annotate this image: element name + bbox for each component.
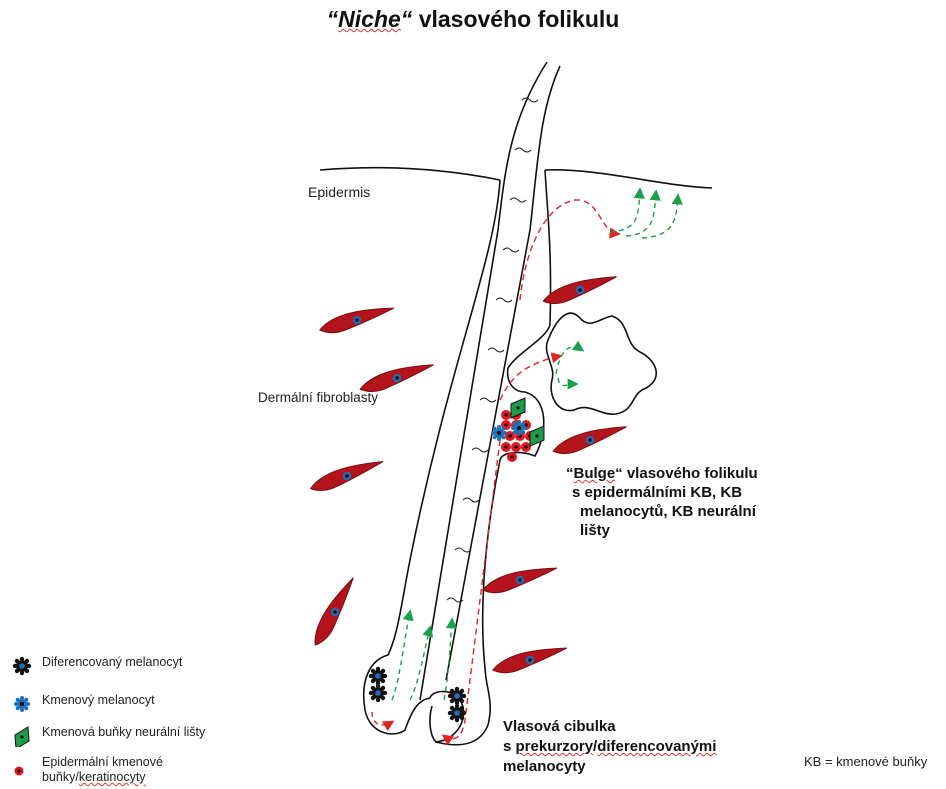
bulb-line-2: s prekurzory/diferencovanými (503, 737, 716, 757)
fibroblast (304, 577, 367, 647)
green-arrow-epidermis-2 (626, 192, 656, 236)
bulb-melanocytes (369, 667, 466, 722)
legend-label: Diferencovaný melanocyt (34, 655, 182, 670)
fibroblast (358, 364, 436, 393)
legend-item: Diferencovaný melanocyt (10, 655, 182, 677)
legend-label: Kmenový melanocyt (34, 693, 155, 708)
green-arrow-gland-1 (556, 347, 582, 374)
fibroblast (541, 276, 619, 305)
legend-item: Kmenová buňky neurální lišty (10, 725, 205, 747)
bulge-line-3: melanocytů, KB neurální (566, 502, 758, 521)
fibroblast (481, 567, 559, 594)
bulb-label: Vlasová cibulka s prekurzory/diferencova… (503, 717, 716, 777)
green-arrow-epidermis-1 (610, 190, 640, 232)
legend-item: Epidermální kmenové buňky/keratinocyty (10, 755, 163, 785)
fibroblast (551, 426, 629, 455)
epidermis-line-right (545, 170, 712, 188)
bulb-line-3: melanocyty (503, 757, 716, 777)
fibroblasts-label: Dermální fibroblasty (258, 390, 378, 405)
green-arrow-bulb-3 (444, 620, 452, 700)
bulge-line-4: lišty (566, 521, 758, 540)
legend-item: Kmenový melanocyt (10, 693, 155, 715)
epidermal-stem-cell-icon (10, 755, 34, 777)
abbreviation-note: KB = kmenové buňky (804, 754, 927, 769)
bulge-line-2: s epidermálními KB, KB (566, 483, 758, 502)
green-arrow-bulb-1 (392, 612, 410, 700)
legend-label: Kmenová buňky neurální lišty (34, 725, 205, 740)
bulb-line-1: Vlasová cibulka (503, 717, 716, 737)
fibroblast (491, 647, 569, 674)
epidermis-label: Epidermis (308, 184, 370, 200)
fibroblast (308, 461, 386, 493)
neural-crest-stem-cell-icon (10, 725, 34, 747)
differentiated-melanocyte-icon (10, 655, 34, 677)
legend-label-line-1: Epidermální kmenové (42, 755, 163, 769)
green-arrow-epidermis-3 (642, 196, 678, 238)
sebaceous-gland (546, 313, 656, 414)
green-arrow-bulb-2 (410, 628, 430, 700)
bulge-line-1: “Bulge“ vlasového folikulu (566, 464, 758, 483)
green-arrow-gland-2 (558, 378, 576, 386)
legend-label-line-2: buňky/keratinocyty (42, 770, 146, 784)
fibroblast (318, 307, 396, 334)
bulge-label: “Bulge“ vlasového folikulu s epidermální… (566, 464, 758, 540)
follicle-outline-left (364, 180, 500, 734)
epidermis-line (320, 168, 500, 180)
stem-melanocyte-icon (10, 693, 34, 715)
legend-label: Epidermální kmenové buňky/keratinocyty (34, 755, 163, 785)
red-arrow-bulb-left (372, 712, 392, 725)
